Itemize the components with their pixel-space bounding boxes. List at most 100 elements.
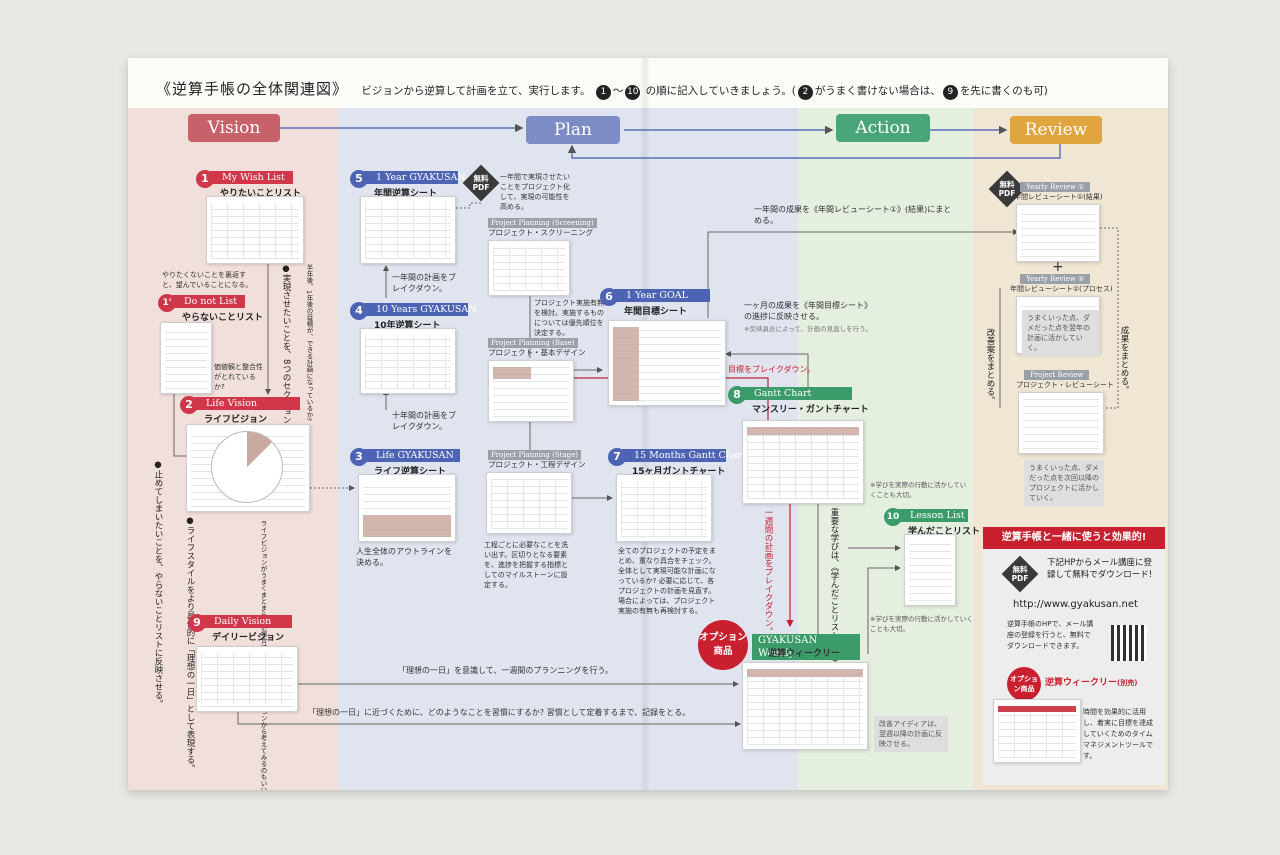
header: 《逆算手帳の全体関連図》 ビジョンから逆算して計画を立て、実行します。 1〜10…	[156, 78, 1048, 100]
yr1-jp: 年間レビューシート①(結果)	[1014, 193, 1103, 201]
step-7-num: 7	[608, 448, 626, 466]
phase-arrow-review-plan	[567, 144, 1061, 159]
promo-box: 逆算手帳と一緒に使うと効果的! 無料PDF 下記HPからメール講座に登録して無料…	[983, 527, 1165, 785]
step-5-en: 1 Year GYAKUSAN	[364, 171, 466, 184]
line-weekly-lesson	[867, 565, 901, 654]
phase-vision: Vision	[188, 114, 280, 142]
header-num-start: 1	[595, 85, 611, 100]
step-9-en: Daily Vision	[202, 615, 292, 628]
pr-en: Project Review	[1024, 370, 1090, 380]
donot-note: 価値観と整合性がとれているか?	[214, 363, 263, 391]
promo-weekly-desc: 時間を効果的に活用し、着実に目標を達成していくためのタイムマネジメントツールです…	[1083, 708, 1153, 760]
project-review-sheet	[1018, 392, 1104, 454]
yr2-jp: 年間レビューシート②(プロセス)	[1010, 285, 1113, 293]
step-9-num: 9	[188, 614, 206, 632]
step-1b-en: Do not List	[172, 295, 246, 308]
promo-url[interactable]: http://www.gyakusan.net	[1013, 599, 1138, 610]
review-kaizen-note: 改善案をまとめる。	[985, 328, 995, 405]
line-goal-breakdown	[520, 377, 772, 440]
step-6-num: 6	[600, 288, 618, 306]
header-intro: ビジョンから逆算して計画を立て、実行します。	[361, 85, 591, 97]
review-free-pdf-text: 無料PDF	[998, 180, 1016, 198]
header-note-mid: がうまく書けない場合は、	[814, 85, 941, 97]
ideal-habit-note: 「理想の一日」に近づくために、どのようなことを習慣にするか? 習慣として定着する…	[308, 708, 691, 717]
line-5-to-screening	[456, 202, 482, 209]
month-result-sub: ※反映具合によって、計画の見直しを行う。	[744, 325, 872, 333]
promo-weekly-title: 逆算ウィークリー	[1045, 678, 1118, 688]
step-1b-num: 1'	[158, 294, 176, 312]
weekly-jp: 逆算ウィークリー	[768, 649, 841, 659]
month-result-note: 一ヶ月の成果を《年間目標シート》の進捗に反映させる。	[744, 301, 872, 321]
step-3-num: 3	[350, 448, 368, 466]
step-2-num: 2	[180, 396, 198, 414]
stage-sheet	[486, 472, 572, 534]
promo-weekly-thumb	[993, 699, 1081, 763]
life-gyakusan-sheet	[358, 474, 456, 542]
yearly-review1-sheet	[1016, 204, 1100, 262]
step-7-en: 15 Months Gantt Chart	[622, 449, 746, 462]
step-5-num: 5	[350, 170, 368, 188]
step-10-en: Lesson List	[898, 509, 968, 522]
step-2-jp: ライフビジョン	[204, 415, 268, 425]
gantt15-sheet	[616, 474, 712, 542]
review-seika-note: 成果をまとめる。	[1119, 326, 1129, 394]
step-1b-jp: やらないことリスト	[182, 313, 264, 323]
header-tilde: 〜	[612, 85, 624, 97]
promo-weekly-sep: (別売)	[1117, 679, 1138, 687]
step-8-jp: マンスリー・ガントチャート	[752, 405, 869, 415]
step-1-en: My Wish List	[210, 171, 293, 184]
lesson-sheet	[904, 534, 956, 606]
10years-sheet	[360, 328, 456, 394]
step-1-num: 1	[196, 170, 214, 188]
diagram-page: 《逆算手帳の全体関連図》 ビジョンから逆算して計画を立て、実行します。 1〜10…	[128, 58, 1168, 790]
phase-review: Review	[1010, 116, 1102, 144]
donot-sheet	[160, 322, 212, 394]
stage-note: 工程ごとに必要なことを洗い出す。区切りとなる要素を、進捗を把握する指標としてのマ…	[484, 541, 568, 589]
step-8-en: Gantt Chart	[742, 387, 852, 400]
promo-desc: 逆算手帳のHPで、メール講座の登録を行うと、無料でダウンロードできます。	[1007, 620, 1094, 650]
goal-breakdown-note: 目標をブレイクダウン。	[728, 365, 816, 374]
lesson-act-note-b: ※学びを実際の行動に活かしていくことも大切。	[870, 615, 973, 633]
screening-note: 一年間で実現させたいことをプロジェクト化して、実現の可能性を高める。	[500, 173, 570, 211]
page-fold	[640, 58, 650, 790]
line-review-loop-right	[1100, 227, 1119, 409]
stop-list-note: ●止めてしまいたいことを、やらないことリストに反映させる。	[153, 460, 163, 708]
header-note-end: を先に書くのも可)	[959, 85, 1048, 97]
stage-en: Project Planning (Stage)	[488, 450, 582, 460]
weekly-sheet	[742, 662, 868, 750]
lesson-act-note-a: ※学びを実際の行動に活かしていくことも大切。	[870, 481, 967, 499]
step-6-en: 1 Year GOAL	[614, 289, 710, 302]
step-6-jp: 年間目標シート	[624, 307, 688, 317]
lesson-to-list-note: 重要な学びは、《学んだことリスト》にまとめる。	[829, 508, 839, 700]
qr-code[interactable]	[1111, 625, 1147, 661]
screening-jp: プロジェクト・スクリーニング	[488, 228, 593, 237]
review-tip-b: うまくいった点、ダメだった点を次回以降のプロジェクトに活かしていく。	[1024, 460, 1104, 506]
yr2-en: Yearly Review ②	[1020, 274, 1091, 284]
gantt15-note: 全てのプロジェクトの予定をまとめ、重なり具合をチェック。全体として実現可能な計画…	[618, 547, 716, 615]
connector-lines	[173, 123, 1119, 727]
step-10-num: 10	[884, 508, 902, 526]
base-en: Project Planning (Base)	[488, 338, 578, 348]
step-4-jp: 10年逆算シート	[374, 321, 441, 331]
step-8-num: 8	[728, 386, 746, 404]
plan-10to1-note: 一年間の計画をブレイクダウン。	[392, 273, 456, 293]
goal-sheet	[608, 320, 726, 406]
phase-plan: Plan	[526, 116, 620, 144]
option-badge: オプション商品	[698, 620, 748, 670]
phase-action: Action	[836, 114, 930, 142]
step-4-num: 4	[350, 302, 368, 320]
monthly-gantt-sheet	[742, 420, 864, 504]
review-tip-a: うまくいった点、ダメだった点を翌年の計画に活かしていく。	[1022, 310, 1100, 356]
wishlist-sheet	[206, 196, 304, 264]
screening-en: Project Planning (Screening)	[488, 218, 597, 228]
vision-8sections-note: ●実現させたいことを、8つのセクションにまとめる。	[281, 264, 291, 475]
year-result-note: 一年間の成果を《年間レビューシート①》(結果)にまとめる。	[754, 205, 952, 225]
header-order: の順に記入していきましょう。(	[645, 85, 796, 97]
step-4-en: 10 Years GYAKUSAN	[364, 303, 477, 316]
wish-note: やりたくないことを裏返すと、望んでいることになる。	[162, 271, 253, 289]
step-3-jp: ライフ逆算シート	[374, 467, 447, 477]
daily-sheet	[196, 646, 298, 712]
base-note: プロジェクト実施有無を検討。実施するものについては優先順位を決定する。	[534, 299, 604, 337]
promo-title: 逆算手帳と一緒に使うと効果的!	[983, 527, 1165, 549]
